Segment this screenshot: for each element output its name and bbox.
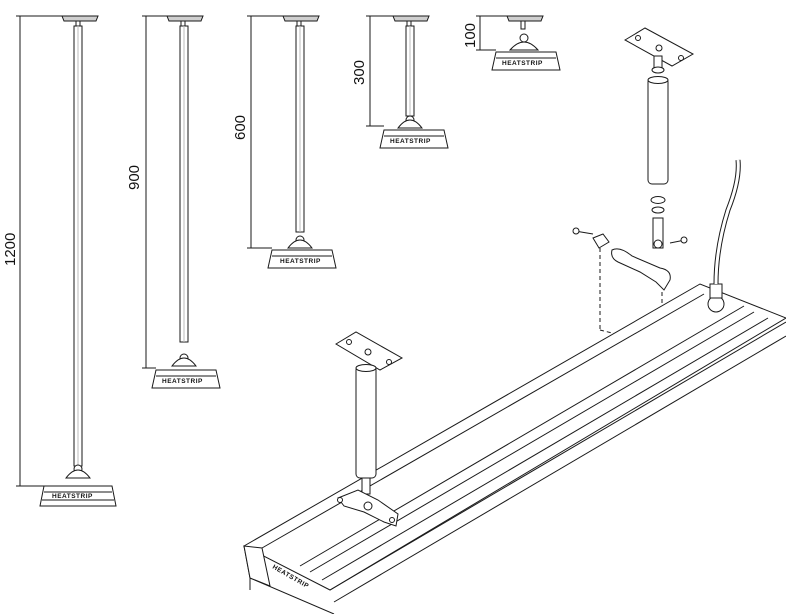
mounted-bracket — [335, 331, 404, 527]
length-label-600: 600 — [232, 115, 249, 140]
length-label-1200: 1200 — [2, 233, 19, 266]
drop-rod-900: HEATSTRIP 900 — [126, 15, 221, 389]
exploded-mount-assembly — [572, 27, 695, 351]
brand-label-900: HEATSTRIP — [162, 378, 203, 385]
drop-rod-100: HEATSTRIP 100 — [462, 15, 561, 71]
drop-rod-600: HEATSTRIP 600 — [232, 15, 337, 269]
length-label-100: 100 — [462, 23, 479, 48]
brand-label-100: HEATSTRIP — [502, 60, 543, 67]
drop-rod-300: HEATSTRIP 300 — [351, 15, 449, 149]
heater-strip: HEATSTRIP — [242, 159, 786, 614]
brand-label-300: HEATSTRIP — [390, 138, 431, 145]
length-label-300: 300 — [351, 60, 368, 85]
drop-rod-1200: HEATSTRIP 1200 — [2, 15, 117, 507]
length-label-900: 900 — [126, 165, 143, 190]
brand-label-600: HEATSTRIP — [280, 258, 321, 265]
brand-label-1200: HEATSTRIP — [52, 493, 93, 500]
